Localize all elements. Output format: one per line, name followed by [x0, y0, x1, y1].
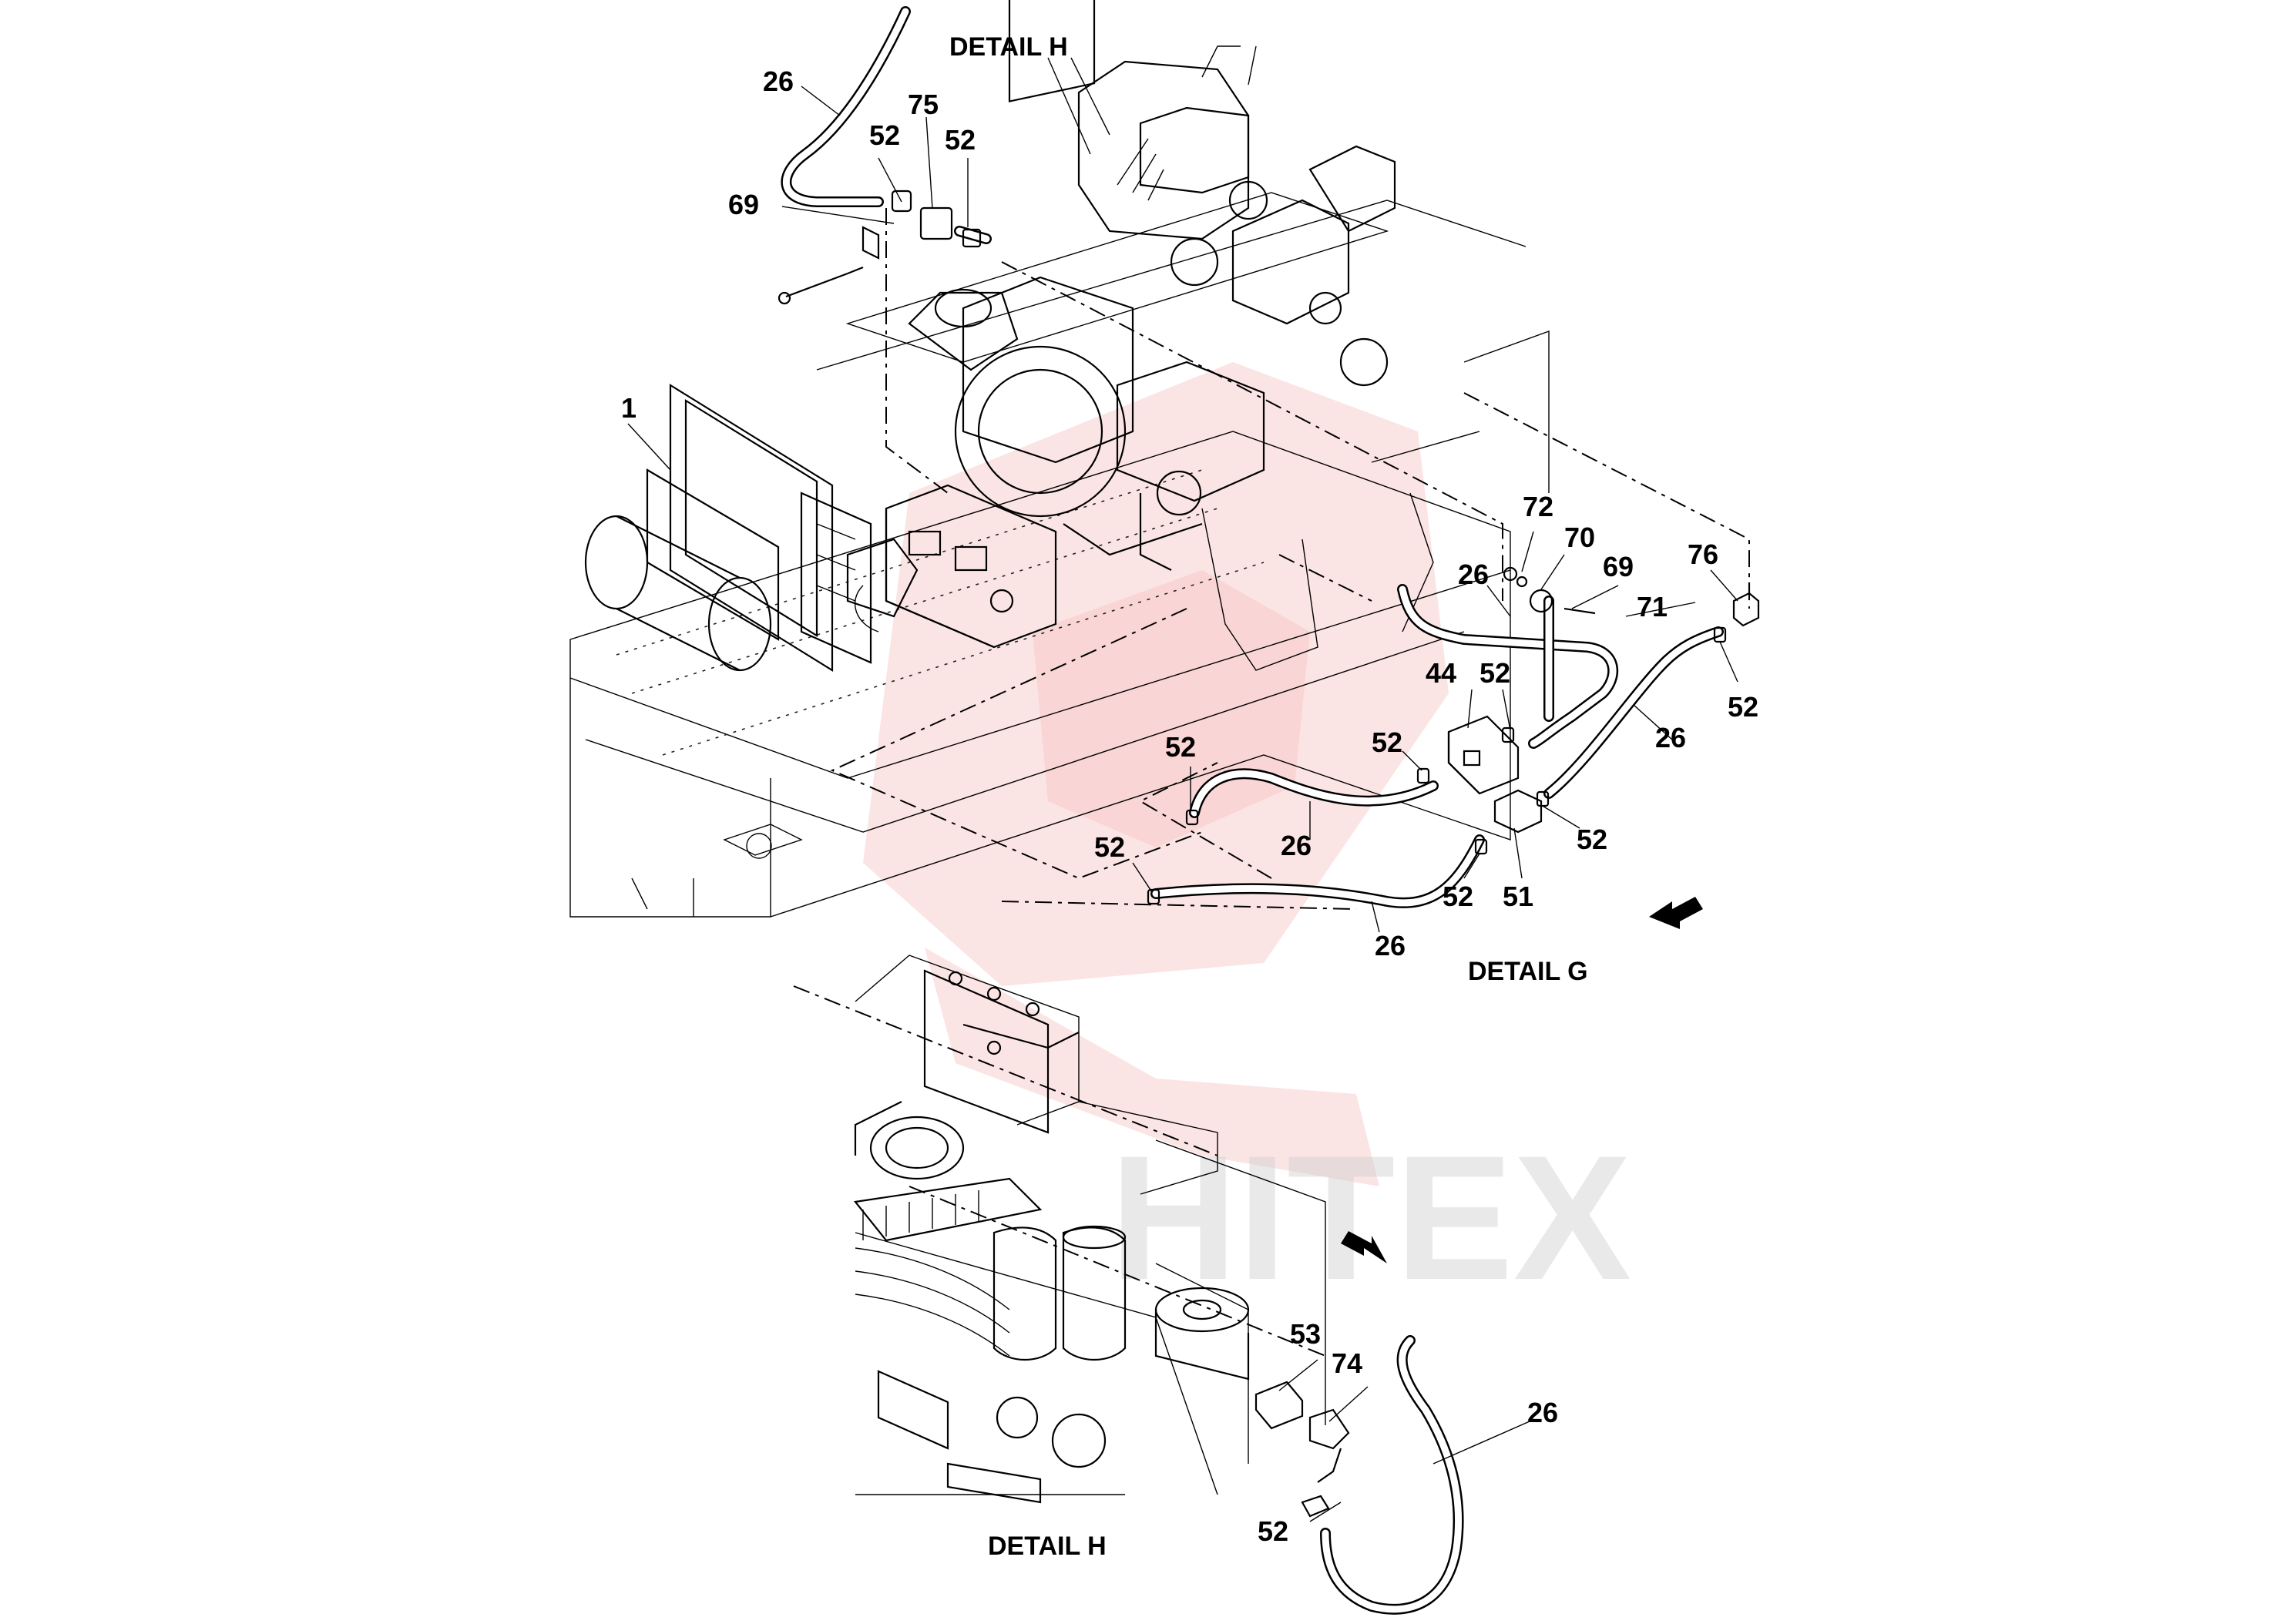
callout-26-mid: 26 — [1458, 559, 1489, 590]
callout-26-bottom: 26 — [1375, 930, 1406, 961]
detail-h-bottom-caption: DETAIL H — [988, 1532, 1107, 1561]
callout-74: 74 — [1332, 1347, 1362, 1379]
detail-h-top-caption: DETAIL H — [949, 32, 1068, 62]
callout-51: 51 — [1503, 881, 1533, 912]
engine-assembly — [908, 0, 1396, 571]
callout-52-g: 52 — [1094, 831, 1125, 863]
valve-44 — [1447, 715, 1520, 795]
callout-69-a: 69 — [728, 189, 759, 220]
chassis-frame — [569, 192, 1550, 918]
callout-53: 53 — [1290, 1318, 1321, 1350]
callout-52-a: 52 — [869, 119, 900, 151]
callout-52-f: 52 — [1165, 731, 1196, 763]
callout-52-i: 52 — [1443, 881, 1473, 912]
callout-71: 71 — [1637, 591, 1668, 622]
callout-26-low: 26 — [1281, 830, 1312, 861]
hose-detail-g — [1150, 584, 1724, 908]
callout-44: 44 — [1426, 657, 1456, 689]
callout-26-top: 26 — [763, 65, 794, 97]
callout-26-hose: 26 — [1527, 1397, 1558, 1428]
fitting-51 — [1493, 789, 1543, 834]
detail-g-caption: DETAIL G — [1468, 957, 1588, 986]
callout-52-j: 52 — [1258, 1515, 1288, 1547]
callout-52-d: 52 — [1372, 726, 1402, 758]
callout-52-b: 52 — [945, 124, 976, 156]
bottom-detail-engine — [853, 955, 1326, 1504]
callout-76: 76 — [1688, 539, 1718, 570]
callout-69-b: 69 — [1603, 551, 1634, 582]
callout-1: 1 — [621, 392, 636, 424]
direction-arrows — [1341, 897, 1703, 1263]
callout-26-right: 26 — [1655, 722, 1686, 753]
callout-72: 72 — [1523, 491, 1553, 522]
heater-unit — [584, 384, 872, 672]
fitting-76 — [1732, 582, 1760, 627]
callout-labels: DETAIL H DETAIL G DETAIL H 26 52 75 52 6… — [621, 32, 1758, 1561]
callout-75: 75 — [908, 89, 939, 120]
callout-52-c: 52 — [1480, 657, 1510, 689]
hose-detail-h-top — [778, 6, 992, 305]
hydraulic-pump — [846, 484, 1057, 649]
callout-52-h: 52 — [1577, 824, 1607, 855]
watermark-text: HITEX — [1110, 1119, 1631, 1317]
leader-lines — [627, 57, 1738, 1522]
fitting-69-71 — [1503, 566, 1596, 615]
bottom-detail-fittings — [1254, 1335, 1464, 1615]
callout-52-e: 52 — [1728, 691, 1758, 723]
callout-70: 70 — [1564, 522, 1595, 553]
